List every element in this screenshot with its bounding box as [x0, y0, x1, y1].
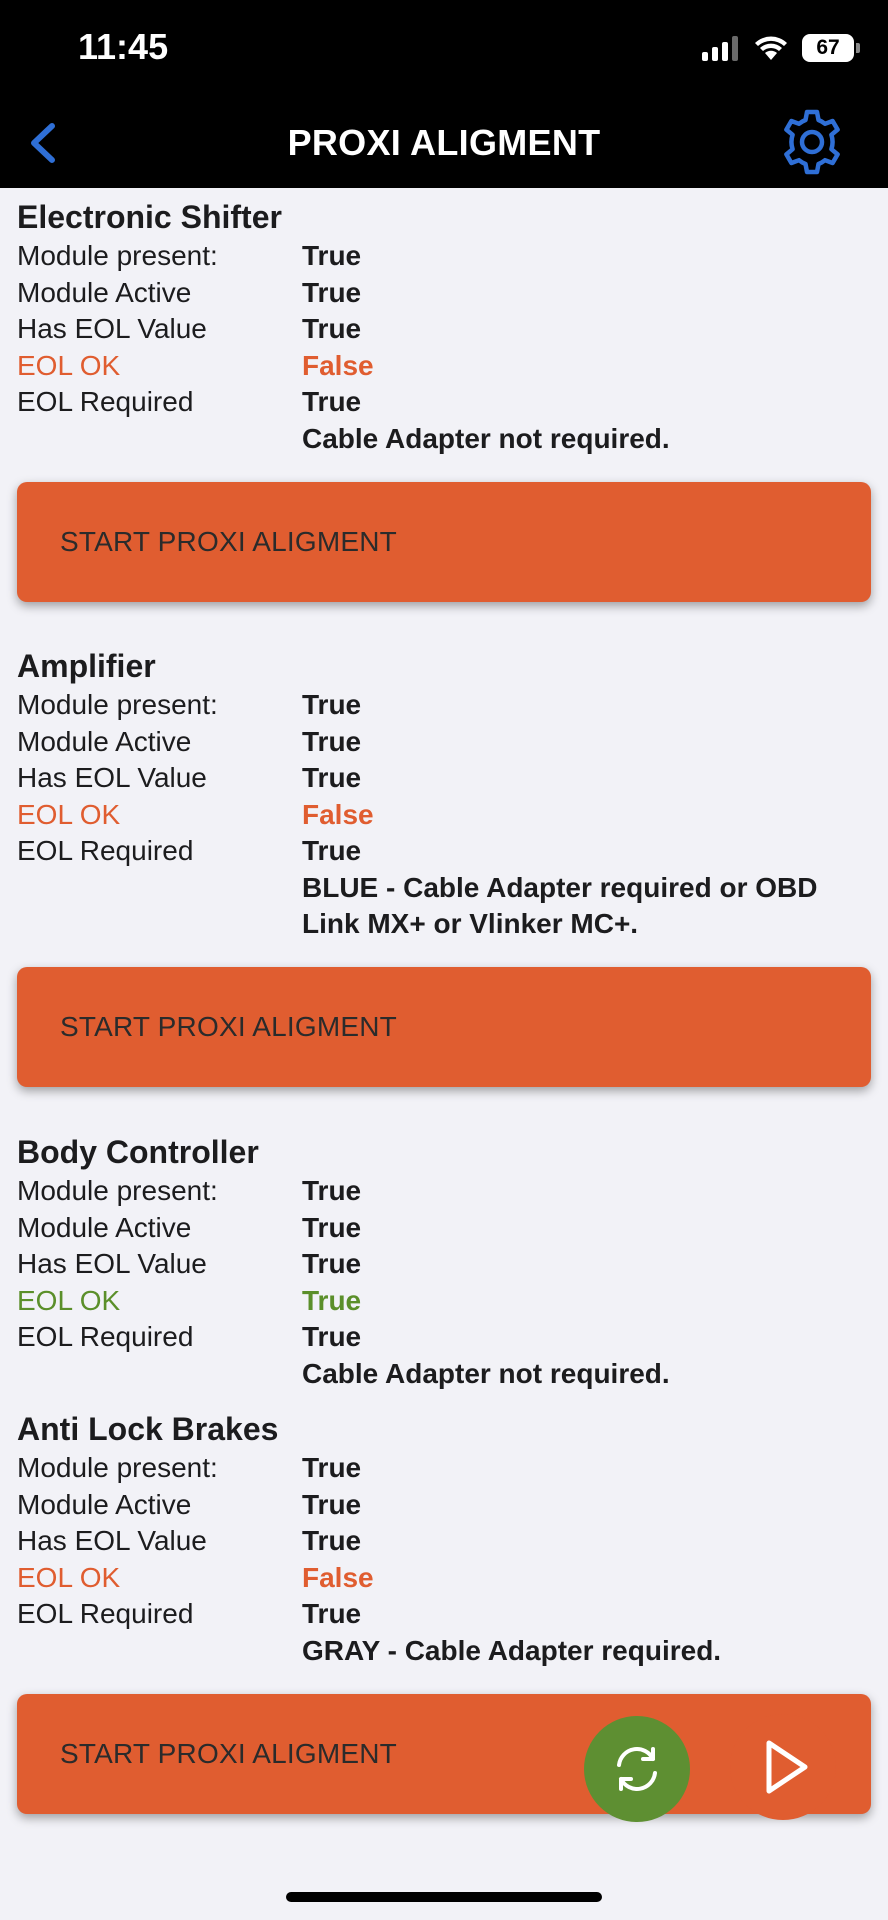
- value-eol-required: True: [302, 1321, 362, 1352]
- value-module-active: True: [302, 1211, 362, 1243]
- row-eol-required: EOL Required True: [17, 1596, 877, 1633]
- label-module-present: Module present:: [17, 1175, 218, 1206]
- cellular-signal-icon: [702, 35, 738, 61]
- module-section-electronic-shifter: Electronic Shifter Module present: True …: [17, 196, 877, 457]
- gear-icon: [784, 109, 840, 175]
- label-eol-required: EOL Required: [17, 835, 194, 866]
- page-title: PROXI ALIGMENT: [287, 122, 601, 163]
- start-button-label: START PROXI ALIGMENT: [60, 526, 397, 557]
- start-button-label: START PROXI ALIGMENT: [60, 1011, 397, 1042]
- label-has-eol-value: Has EOL Value: [17, 762, 207, 793]
- label-eol-required: EOL Required: [17, 386, 194, 417]
- value-module-present: True: [302, 240, 362, 271]
- settings-button[interactable]: [776, 106, 848, 178]
- row-eol-required: EOL Required True: [17, 1319, 877, 1356]
- label-module-present: Module present:: [17, 689, 218, 720]
- start-proxi-alignment-button[interactable]: START PROXI ALIGMENT: [17, 967, 871, 1087]
- row-module-active: Module Active True: [17, 1210, 877, 1247]
- section-title: Body Controller: [17, 1134, 259, 1170]
- row-eol-ok: EOL OK False: [17, 348, 877, 385]
- status-bar: 11:45 67: [0, 0, 888, 98]
- module-section-amplifier: Amplifier Module present: True Module Ac…: [17, 645, 877, 942]
- battery-icon: 67: [802, 34, 860, 62]
- label-module-active: Module Active: [17, 1211, 192, 1243]
- back-button[interactable]: [22, 118, 62, 168]
- value-eol-required: True: [302, 1598, 362, 1629]
- row-module-active: Module Active True: [17, 275, 877, 312]
- row-has-eol-value: Has EOL Value True: [17, 760, 877, 797]
- chevron-left-icon: [31, 123, 55, 163]
- label-eol-ok: EOL OK: [17, 349, 121, 381]
- section-title: Anti Lock Brakes: [17, 1411, 279, 1447]
- label-eol-ok: EOL OK: [17, 1561, 121, 1593]
- label-eol-required: EOL Required: [17, 1598, 194, 1629]
- label-module-present: Module present:: [17, 240, 218, 271]
- value-eol-ok: False: [302, 1561, 374, 1593]
- value-module-present: True: [302, 689, 362, 720]
- row-module-present: Module present: True: [17, 1173, 877, 1210]
- value-eol-ok: False: [302, 798, 374, 830]
- row-module-present: Module present: True: [17, 687, 877, 724]
- label-module-present: Module present:: [17, 1452, 218, 1483]
- refresh-button[interactable]: [584, 1716, 690, 1822]
- home-indicator: [286, 1892, 602, 1902]
- value-module-present: True: [302, 1175, 362, 1206]
- row-eol-ok: EOL OK False: [17, 1560, 877, 1597]
- value-module-present: True: [302, 1452, 362, 1483]
- module-section-anti-lock-brakes: Anti Lock Brakes Module present: True Mo…: [17, 1408, 877, 1669]
- navigation-bar: PROXI ALIGMENT: [0, 98, 888, 188]
- value-eol-ok: False: [302, 349, 374, 381]
- value-has-eol-value: True: [302, 1525, 362, 1556]
- cable-adapter-note-line-2: Link MX+ or Vlinker MC+.: [302, 907, 639, 939]
- value-has-eol-value: True: [302, 313, 362, 344]
- label-module-active: Module Active: [17, 276, 192, 308]
- play-button[interactable]: [730, 1714, 836, 1820]
- row-eol-ok: EOL OK True: [17, 1283, 877, 1320]
- start-proxi-alignment-button[interactable]: START PROXI ALIGMENT: [17, 1694, 871, 1814]
- value-module-active: True: [302, 1488, 362, 1520]
- row-has-eol-value: Has EOL Value True: [17, 311, 877, 348]
- wifi-icon: [755, 36, 787, 60]
- section-title: Electronic Shifter: [17, 199, 282, 235]
- row-eol-required: EOL Required True: [17, 833, 877, 870]
- label-has-eol-value: Has EOL Value: [17, 1248, 207, 1279]
- row-module-active: Module Active True: [17, 1487, 877, 1524]
- cable-adapter-note: GRAY - Cable Adapter required.: [302, 1634, 722, 1666]
- value-eol-required: True: [302, 386, 362, 417]
- label-module-active: Module Active: [17, 1488, 192, 1520]
- label-eol-required: EOL Required: [17, 1321, 194, 1352]
- value-has-eol-value: True: [302, 1248, 362, 1279]
- label-eol-ok: EOL OK: [17, 1284, 121, 1316]
- cable-adapter-note-line-1: BLUE - Cable Adapter required or OBD: [302, 871, 818, 903]
- section-title: Amplifier: [17, 648, 156, 684]
- row-module-active: Module Active True: [17, 724, 877, 761]
- status-time: 11:45: [78, 26, 169, 67]
- row-module-present: Module present: True: [17, 238, 877, 275]
- value-module-active: True: [302, 725, 362, 757]
- start-proxi-alignment-button[interactable]: START PROXI ALIGMENT: [17, 482, 871, 602]
- value-has-eol-value: True: [302, 762, 362, 793]
- play-icon: [766, 1740, 808, 1794]
- row-eol-required: EOL Required True: [17, 384, 877, 421]
- status-icons: 67: [702, 32, 860, 64]
- row-module-present: Module present: True: [17, 1450, 877, 1487]
- value-module-active: True: [302, 276, 362, 308]
- label-module-active: Module Active: [17, 725, 192, 757]
- label-eol-ok: EOL OK: [17, 798, 121, 830]
- label-has-eol-value: Has EOL Value: [17, 1525, 207, 1556]
- refresh-icon: [617, 1747, 657, 1791]
- row-has-eol-value: Has EOL Value True: [17, 1523, 877, 1560]
- start-button-label: START PROXI ALIGMENT: [60, 1738, 397, 1769]
- cable-adapter-note: BLUE - Cable Adapter required or OBD Lin…: [302, 870, 882, 942]
- cable-adapter-note: Cable Adapter not required.: [302, 1357, 670, 1389]
- module-section-body-controller: Body Controller Module present: True Mod…: [17, 1131, 877, 1392]
- row-has-eol-value: Has EOL Value True: [17, 1246, 877, 1283]
- cable-adapter-note: Cable Adapter not required.: [302, 422, 670, 454]
- value-eol-required: True: [302, 835, 362, 866]
- value-eol-ok: True: [302, 1284, 362, 1316]
- label-has-eol-value: Has EOL Value: [17, 313, 207, 344]
- row-eol-ok: EOL OK False: [17, 797, 877, 834]
